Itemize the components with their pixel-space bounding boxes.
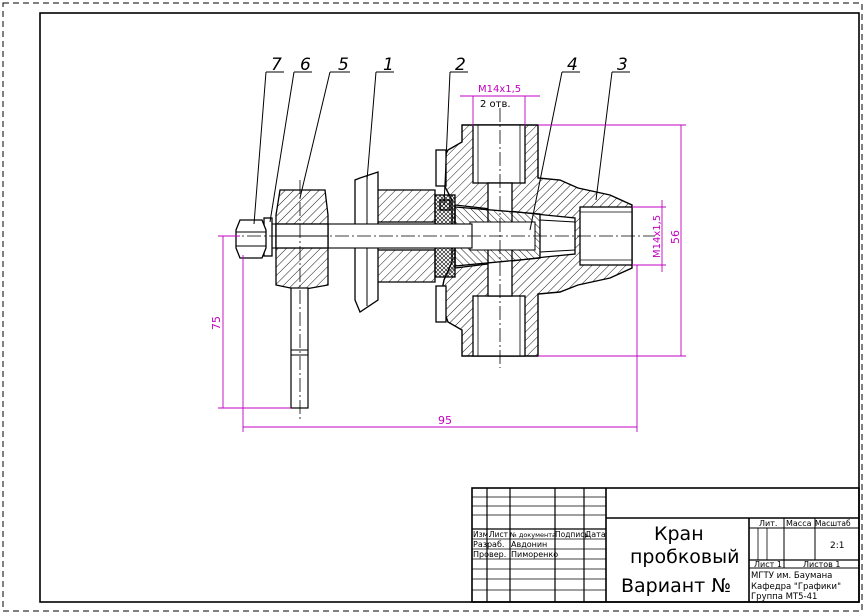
dim-thread-top: M14x1,5: [478, 84, 521, 95]
row-prover-label: Провер.: [473, 550, 506, 559]
sheet-label: Лист 1: [754, 560, 782, 569]
top-port: [472, 124, 526, 184]
variant-label: Вариант №: [621, 575, 731, 597]
org-line3: Группа МТ5-41: [751, 592, 817, 602]
row-razrab-name: Авдонин: [511, 540, 547, 549]
balloon-4: 4: [567, 55, 578, 75]
org-line1: МГТУ им. Баумана: [751, 571, 832, 581]
title-line2: пробковый: [630, 546, 739, 568]
nut: [235, 219, 267, 259]
dim-height-right: 56: [669, 230, 682, 244]
dim-thread-right: M14x1,5: [652, 215, 663, 258]
balloon-1: 1: [383, 55, 394, 75]
scale-value: 2:1: [830, 541, 844, 551]
balloon-2: 2: [455, 55, 466, 75]
col-list: Лист: [489, 530, 509, 539]
title-line1: Кран: [654, 523, 704, 545]
row-razrab-label: Разраб.: [473, 540, 504, 549]
dim-width-bottom: 95: [438, 414, 452, 427]
row-prover-name: Пиморенко: [511, 550, 558, 559]
inner-frame: [39, 12, 860, 603]
col-sign: Подпись: [555, 530, 589, 539]
center-lines: [225, 108, 655, 420]
handle-lever: [290, 287, 309, 409]
dimension-text: M14x1,5 2 отв. M14x1,5 56 75 95: [210, 84, 682, 427]
lit-label: Лит.: [759, 519, 777, 528]
assembly-view: [235, 124, 633, 409]
balloon-labels: 7 6 5 1 2 4 3: [271, 55, 628, 75]
org-line2: Кафедра "Графики": [751, 582, 841, 592]
mass-label: Масса: [786, 519, 812, 528]
dim-height-left: 75: [210, 316, 223, 330]
title-block-text: Кран пробковый Вариант № Изм. Лист № док…: [473, 519, 851, 602]
col-date: Дата: [585, 530, 606, 539]
balloon-3: 3: [617, 55, 628, 75]
balloon-7: 7: [271, 55, 282, 75]
dimension-lines: [218, 95, 686, 432]
sheets-label: Листов 1: [803, 560, 841, 569]
balloon-5: 5: [338, 55, 349, 75]
title-block: [471, 487, 860, 603]
col-doc: № документа: [509, 531, 556, 539]
balloon-6: 6: [300, 55, 311, 75]
bottom-port: [472, 295, 526, 357]
scale-label: Масштаб: [815, 519, 851, 528]
dim-thread-count: 2 отв.: [480, 99, 511, 110]
leader-lines: [253, 71, 630, 231]
col-izm: Изм.: [473, 530, 491, 539]
